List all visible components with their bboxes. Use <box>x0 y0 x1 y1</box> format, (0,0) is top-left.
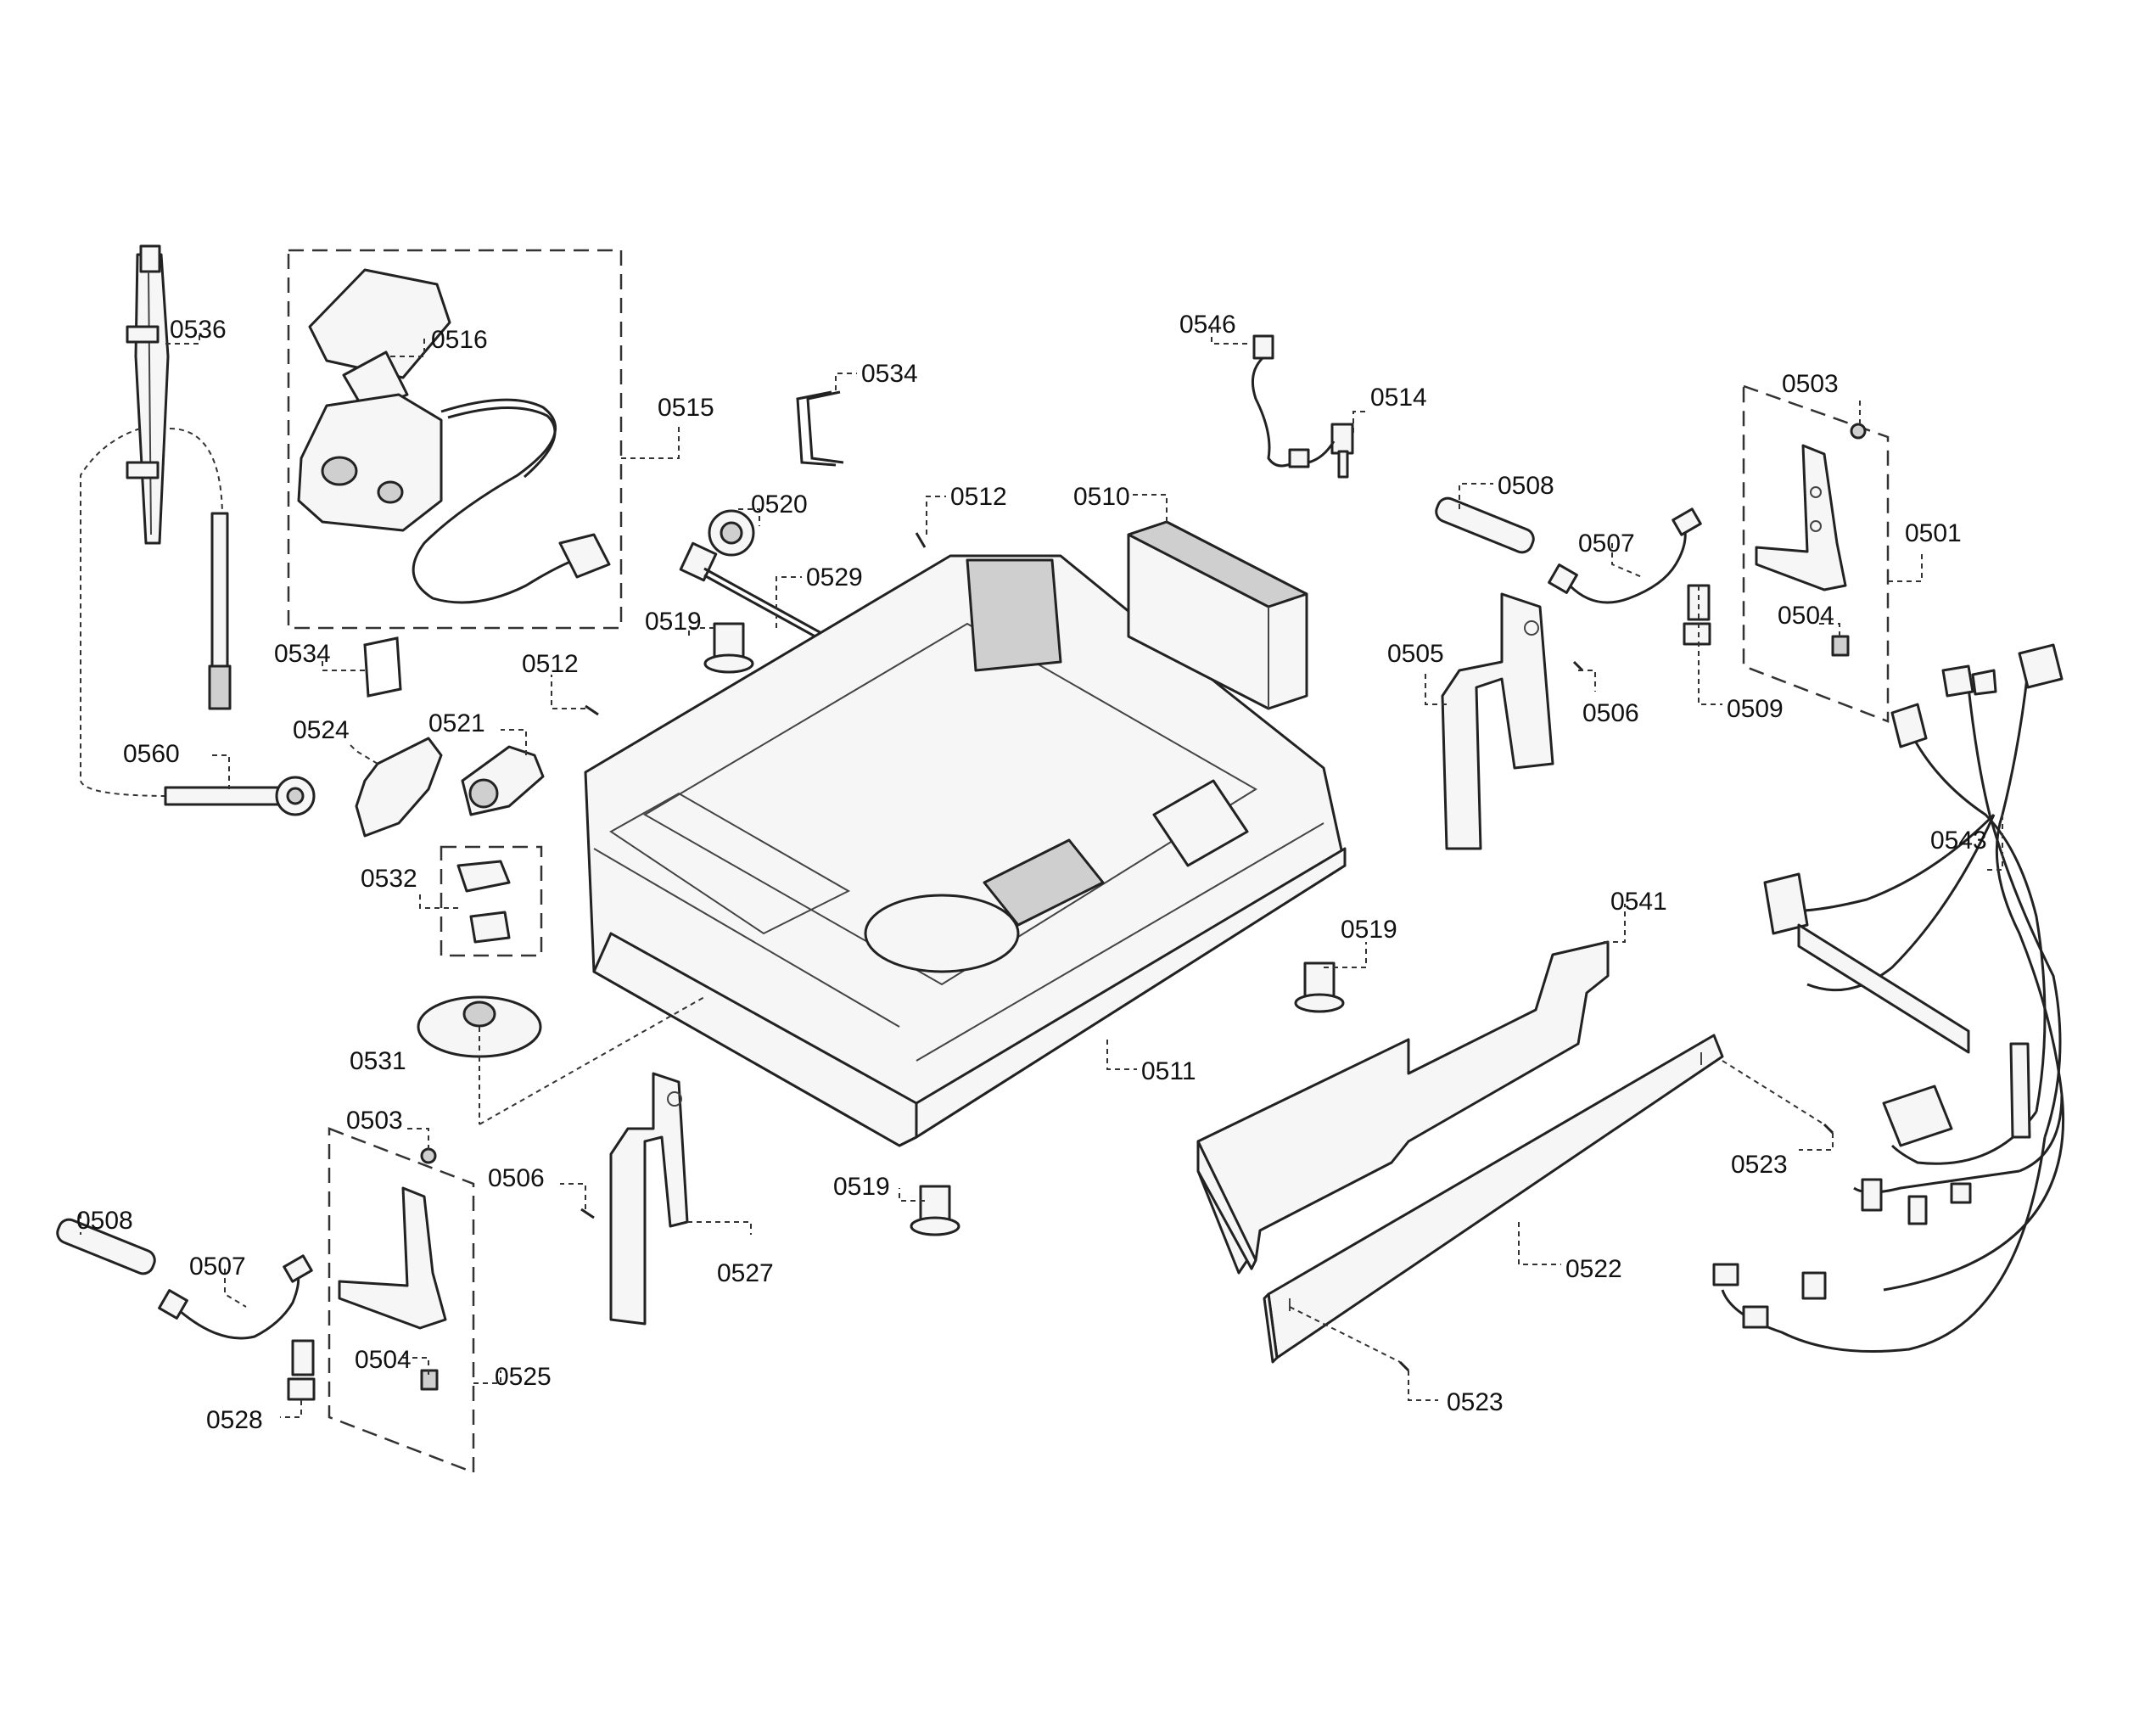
group-box-0532 <box>440 845 543 957</box>
part-0534-clip-top <box>796 390 837 467</box>
part-0509-latch <box>1683 584 1711 646</box>
callout-0522: 0522 <box>1565 1255 1622 1283</box>
callout-0519-mid: 0519 <box>1341 916 1397 944</box>
callout-0507-right: 0507 <box>1578 530 1635 558</box>
part-0521-valve <box>461 745 545 816</box>
part-pump-hose <box>412 398 586 604</box>
group-box-0515 <box>287 249 623 630</box>
part-0525-hinge <box>338 1186 447 1330</box>
callout-0504-right: 0504 <box>1778 602 1834 630</box>
part-0524-bracket <box>355 737 443 838</box>
part-0520-gear <box>708 509 755 557</box>
callout-0503-right: 0503 <box>1782 370 1839 398</box>
callout-0506-left: 0506 <box>488 1164 545 1192</box>
callout-0543: 0543 <box>1930 827 1987 855</box>
part-0506-screw-right <box>1572 660 1584 672</box>
part-0522-toe-kick <box>1263 1034 1724 1364</box>
callout-0509: 0509 <box>1727 695 1784 723</box>
leader-lines <box>80 324 2003 1418</box>
part-0519-foot-c <box>910 1185 960 1236</box>
callout-0505: 0505 <box>1387 640 1444 668</box>
leader-rail-rod <box>169 428 223 514</box>
callout-0503-left: 0503 <box>346 1107 403 1135</box>
part-0506-screw-left <box>580 1208 595 1219</box>
part-0528-latch <box>287 1339 316 1401</box>
callout-0514: 0514 <box>1370 384 1427 412</box>
callout-0534-top: 0534 <box>861 360 918 388</box>
callout-0527: 0527 <box>717 1259 774 1287</box>
callout-0519-top: 0519 <box>645 608 702 636</box>
part-0560-shaft <box>164 776 316 816</box>
callout-0532: 0532 <box>361 865 417 893</box>
callout-labels: 0536 0516 0515 0534 0546 0514 0503 0520 … <box>76 311 1987 1434</box>
callout-0512-lower: 0512 <box>522 650 579 678</box>
part-0503-screw-left <box>420 1147 437 1164</box>
group-box-0525 <box>328 1127 475 1474</box>
callout-0546: 0546 <box>1179 311 1236 339</box>
part-0534-clip-lower <box>363 636 402 698</box>
part-pump-body <box>297 393 443 532</box>
part-0523-screw-a <box>1823 1123 1834 1135</box>
part-0541-insulation <box>1196 940 1610 1275</box>
callout-0521: 0521 <box>428 709 485 737</box>
callout-0529: 0529 <box>806 563 863 591</box>
part-0512-screw-a <box>915 532 927 548</box>
part-0508-spring-left <box>56 1218 156 1275</box>
part-pump-hose-inner <box>447 406 557 479</box>
part-rod <box>208 512 232 710</box>
callout-0519-bottom: 0519 <box>833 1173 890 1201</box>
callout-0510: 0510 <box>1073 483 1130 511</box>
callout-0541: 0541 <box>1610 888 1667 916</box>
callout-0531: 0531 <box>350 1047 406 1075</box>
group-box-0501 <box>1742 384 1890 723</box>
part-base-tub <box>584 554 1347 1147</box>
part-0505-bracket <box>1441 592 1554 850</box>
part-0514-sensor <box>1308 423 1354 479</box>
callout-0516: 0516 <box>431 326 488 354</box>
part-0507-cable-right <box>1548 507 1702 604</box>
leader-rail-0560 <box>80 428 171 797</box>
part-0519-foot-b <box>1294 961 1345 1013</box>
part-0543-harness <box>1712 643 2064 1353</box>
callout-0525: 0525 <box>495 1363 552 1391</box>
part-0534-clip-top-b <box>806 390 844 464</box>
part-0507-cable-left <box>158 1254 313 1340</box>
part-0508-spring-right <box>1435 496 1535 554</box>
callout-0506-right: 0506 <box>1582 699 1639 727</box>
part-pump-plug <box>558 533 611 579</box>
part-0536-rail <box>126 244 170 545</box>
callout-0512-top: 0512 <box>950 483 1007 511</box>
leader-0523-a <box>1722 1060 1825 1125</box>
part-0523-screw-b <box>1398 1360 1410 1372</box>
callout-0536: 0536 <box>170 316 227 344</box>
part-0527-bracket <box>609 1072 689 1326</box>
part-0504-clip-right <box>1831 635 1850 657</box>
callout-0504-left: 0504 <box>355 1346 412 1374</box>
callout-0515: 0515 <box>658 394 714 422</box>
part-0516-lid <box>308 268 451 379</box>
callout-0534-lower: 0534 <box>274 640 331 668</box>
part-0546-sensor <box>1251 334 1310 468</box>
part-0532-sensor-pair <box>456 860 511 944</box>
callout-0523-bottom: 0523 <box>1447 1388 1504 1416</box>
part-0519-foot-a <box>703 622 754 674</box>
callout-0511: 0511 <box>1141 1057 1196 1085</box>
callout-0501: 0501 <box>1905 519 1962 547</box>
callout-0523-right: 0523 <box>1731 1151 1788 1179</box>
callout-0508-left: 0508 <box>76 1207 133 1235</box>
callout-0507-left: 0507 <box>189 1253 246 1281</box>
leader-0531-tub <box>479 996 705 1125</box>
callout-0520: 0520 <box>751 490 808 518</box>
callout-0524: 0524 <box>293 716 350 744</box>
callout-0508-right: 0508 <box>1498 472 1554 500</box>
part-0503-screw-right <box>1850 423 1867 440</box>
part-0512-screw-b <box>585 704 599 716</box>
part-0501-hinge <box>1755 444 1847 591</box>
callout-0560: 0560 <box>123 740 180 768</box>
callout-0528: 0528 <box>206 1406 263 1434</box>
leader-0523-b <box>1289 1306 1401 1363</box>
